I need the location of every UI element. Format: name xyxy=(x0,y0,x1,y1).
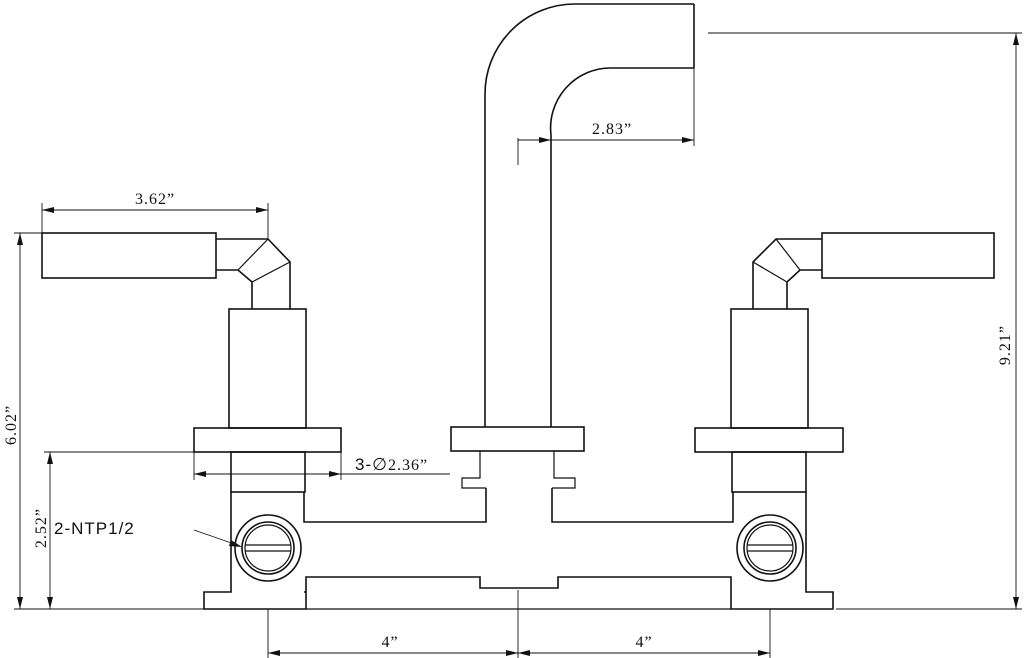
dim-body-height-label: 2.52” xyxy=(33,508,50,548)
dim-overall-height: 9.21” xyxy=(708,32,1022,610)
dim-spout-reach: 2.83” xyxy=(517,68,695,165)
left-handle xyxy=(41,232,342,493)
dim-spout-reach-label: 2.83” xyxy=(592,121,632,138)
dim-center-spacing: 4” 4” xyxy=(267,590,771,658)
dim-handle-length-label: 3.62” xyxy=(135,191,175,208)
dim-hole-diameter-prefix: 3- xyxy=(355,455,372,474)
right-handle xyxy=(694,232,995,493)
dim-overall-height-label: 9.21” xyxy=(997,325,1014,365)
dim-center-left-label: 4” xyxy=(381,634,398,651)
dim-handle-height-label: 6.02” xyxy=(3,405,20,445)
svg-text:3-∅2.36”: 3-∅2.36” xyxy=(355,455,428,475)
dim-body-height: 2.52” xyxy=(33,451,194,609)
dim-hole-diameter-value: 2.36” xyxy=(388,457,428,474)
valve-body xyxy=(203,488,834,610)
dim-center-right-label: 4” xyxy=(635,634,652,651)
right-inlet-port xyxy=(736,514,804,582)
dim-handle-height: 6.02” xyxy=(3,232,204,610)
spout-escutcheon xyxy=(450,426,585,489)
spout xyxy=(484,3,695,427)
left-inlet-port xyxy=(234,514,302,582)
diameter-symbol-icon: ∅ xyxy=(372,455,388,475)
dim-handle-length: 3.62” xyxy=(41,191,269,239)
callout-connection-label: 2-NTP1/2 xyxy=(54,519,135,538)
dim-hole-diameter: 3-∅2.36” xyxy=(193,452,450,480)
callout-connection: 2-NTP1/2 xyxy=(54,519,242,547)
